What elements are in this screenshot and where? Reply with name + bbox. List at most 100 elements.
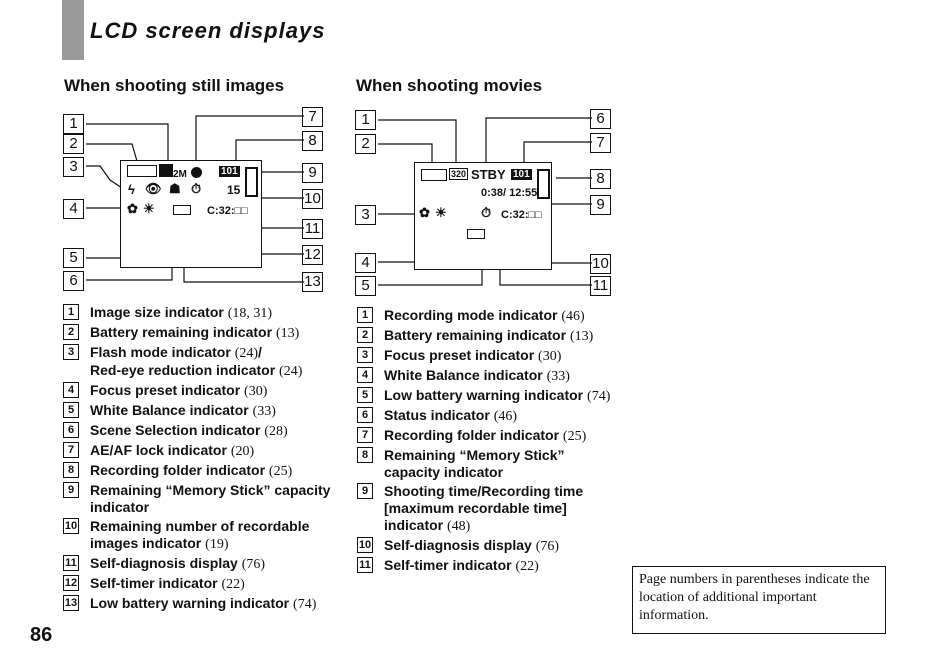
list-item: 11 Self-timer indicator (22)	[357, 557, 617, 575]
item-label: Shooting time/Recording time [maximum re…	[384, 483, 584, 533]
item-number: 2	[63, 324, 79, 340]
item-label: AE/AF lock indicator	[90, 442, 227, 458]
item-label: Battery remaining indicator	[90, 324, 273, 340]
item-label: Image size indicator	[90, 304, 224, 320]
item-page-ref: (13)	[275, 326, 300, 341]
item-number: 5	[63, 402, 79, 418]
item-page-ref: (33)	[252, 404, 276, 419]
still-callout-1: 1	[63, 114, 84, 134]
item-label: Recording mode indicator	[384, 307, 558, 323]
item-number: 12	[63, 575, 79, 591]
recording-mode-label: 320	[449, 168, 469, 180]
item-number: 7	[63, 442, 79, 458]
item-page-ref: (24)	[234, 346, 259, 361]
item-label: Status indicator	[384, 407, 490, 423]
item-label: Low battery warning indicator	[384, 387, 584, 403]
still-callout-12: 12	[302, 245, 323, 265]
item-suffix: /	[258, 344, 262, 360]
movie-callout-10: 10	[590, 254, 611, 274]
battery-icon	[127, 165, 157, 177]
item-label: White Balance indicator	[384, 367, 543, 383]
item-number: 3	[357, 347, 373, 363]
item-number: 6	[357, 407, 373, 423]
still-callout-8: 8	[302, 131, 323, 151]
movie-callout-11: 11	[590, 276, 611, 296]
item-number: 11	[357, 557, 373, 573]
movie-callout-4: 4	[355, 253, 376, 273]
white-balance-icon: ☀	[435, 205, 447, 220]
item-number: 9	[357, 483, 373, 499]
item-label: Scene Selection indicator	[90, 422, 261, 438]
item-number: 2	[357, 327, 373, 343]
item-page-ref: (25)	[562, 429, 587, 444]
focus-preset-icon: ✿	[419, 205, 430, 220]
memory-stick-icon	[245, 167, 258, 197]
item-number: 8	[357, 447, 373, 463]
still-callout-9: 9	[302, 163, 323, 183]
still-callout-3: 3	[63, 157, 84, 177]
item-label: White Balance indicator	[90, 402, 249, 418]
movie-callout-2: 2	[355, 134, 376, 154]
item-page-ref: (30)	[538, 349, 562, 364]
item-page-ref: (28)	[264, 424, 288, 439]
item-page-ref: (22)	[515, 559, 539, 574]
item-page-ref: (22)	[221, 577, 245, 592]
item-label: Self-diagnosis display	[90, 555, 238, 571]
item-number: 1	[357, 307, 373, 323]
still-callout-13: 13	[302, 272, 323, 292]
scene-icon: ☗	[169, 181, 181, 196]
movie-callout-1: 1	[355, 110, 376, 130]
self-timer-icon: ⏱	[481, 205, 492, 220]
still-callout-5: 5	[63, 248, 84, 268]
battery-icon	[421, 169, 447, 181]
list-item: 1 Image size indicator (18, 31)	[63, 304, 333, 322]
movie-callout-8: 8	[590, 169, 611, 189]
item-page-ref: (19)	[205, 537, 229, 552]
item-number: 6	[63, 422, 79, 438]
red-eye-icon: 👁	[145, 181, 162, 196]
self-diagnosis-label: C:32:□□	[207, 205, 248, 217]
focus-preset-icon: ✿	[127, 201, 138, 216]
item-page-ref: (13)	[569, 329, 594, 344]
item-number: 1	[63, 304, 79, 320]
movie-callout-6: 6	[590, 109, 611, 129]
item-page-ref: (33)	[546, 369, 570, 384]
item-label: Self-timer indicator	[90, 575, 218, 591]
item-label: Self-timer indicator	[384, 557, 512, 573]
item-number: 3	[63, 344, 79, 360]
item-page-ref: (18, 31)	[227, 306, 273, 321]
self-diagnosis-label: C:32:□□	[501, 209, 542, 221]
low-battery-icon	[467, 229, 485, 239]
still-callout-11: 11	[302, 219, 323, 239]
item-page-ref: (48)	[447, 519, 471, 534]
item-label: Remaining “Memory Stick” capacity indica…	[90, 482, 331, 515]
item-label: Recording folder indicator	[90, 462, 266, 478]
remaining-count: 15	[227, 183, 241, 197]
still-callout-4: 4	[63, 199, 84, 219]
still-heading: When shooting still images	[64, 76, 285, 95]
page-title: LCD screen displays	[90, 18, 326, 43]
movie-heading: When shooting movies	[356, 76, 543, 95]
list-item: 4 White Balance indicator (33)	[357, 367, 617, 385]
item-number: 13	[63, 595, 79, 611]
list-item: 2 Battery remaining indicator (13)	[63, 324, 333, 342]
folder-label: 101	[219, 166, 240, 177]
item-number: 11	[63, 555, 79, 571]
item-number: 7	[357, 427, 373, 443]
flash-icon: ϟ	[128, 182, 135, 197]
item-label: Low battery warning indicator	[90, 595, 290, 611]
item-page-ref: (76)	[535, 539, 560, 554]
item-number: 4	[357, 367, 373, 383]
still-callout-10: 10	[302, 189, 323, 209]
item-page-ref: (74)	[587, 389, 611, 404]
self-timer-icon: ⏱	[191, 181, 202, 196]
folder-label: 101	[511, 169, 532, 180]
movie-lcd-screen: 320 STBY 101 0:38/ 12:55 ✿ ☀ ⏱ C:32:□□	[414, 162, 552, 270]
